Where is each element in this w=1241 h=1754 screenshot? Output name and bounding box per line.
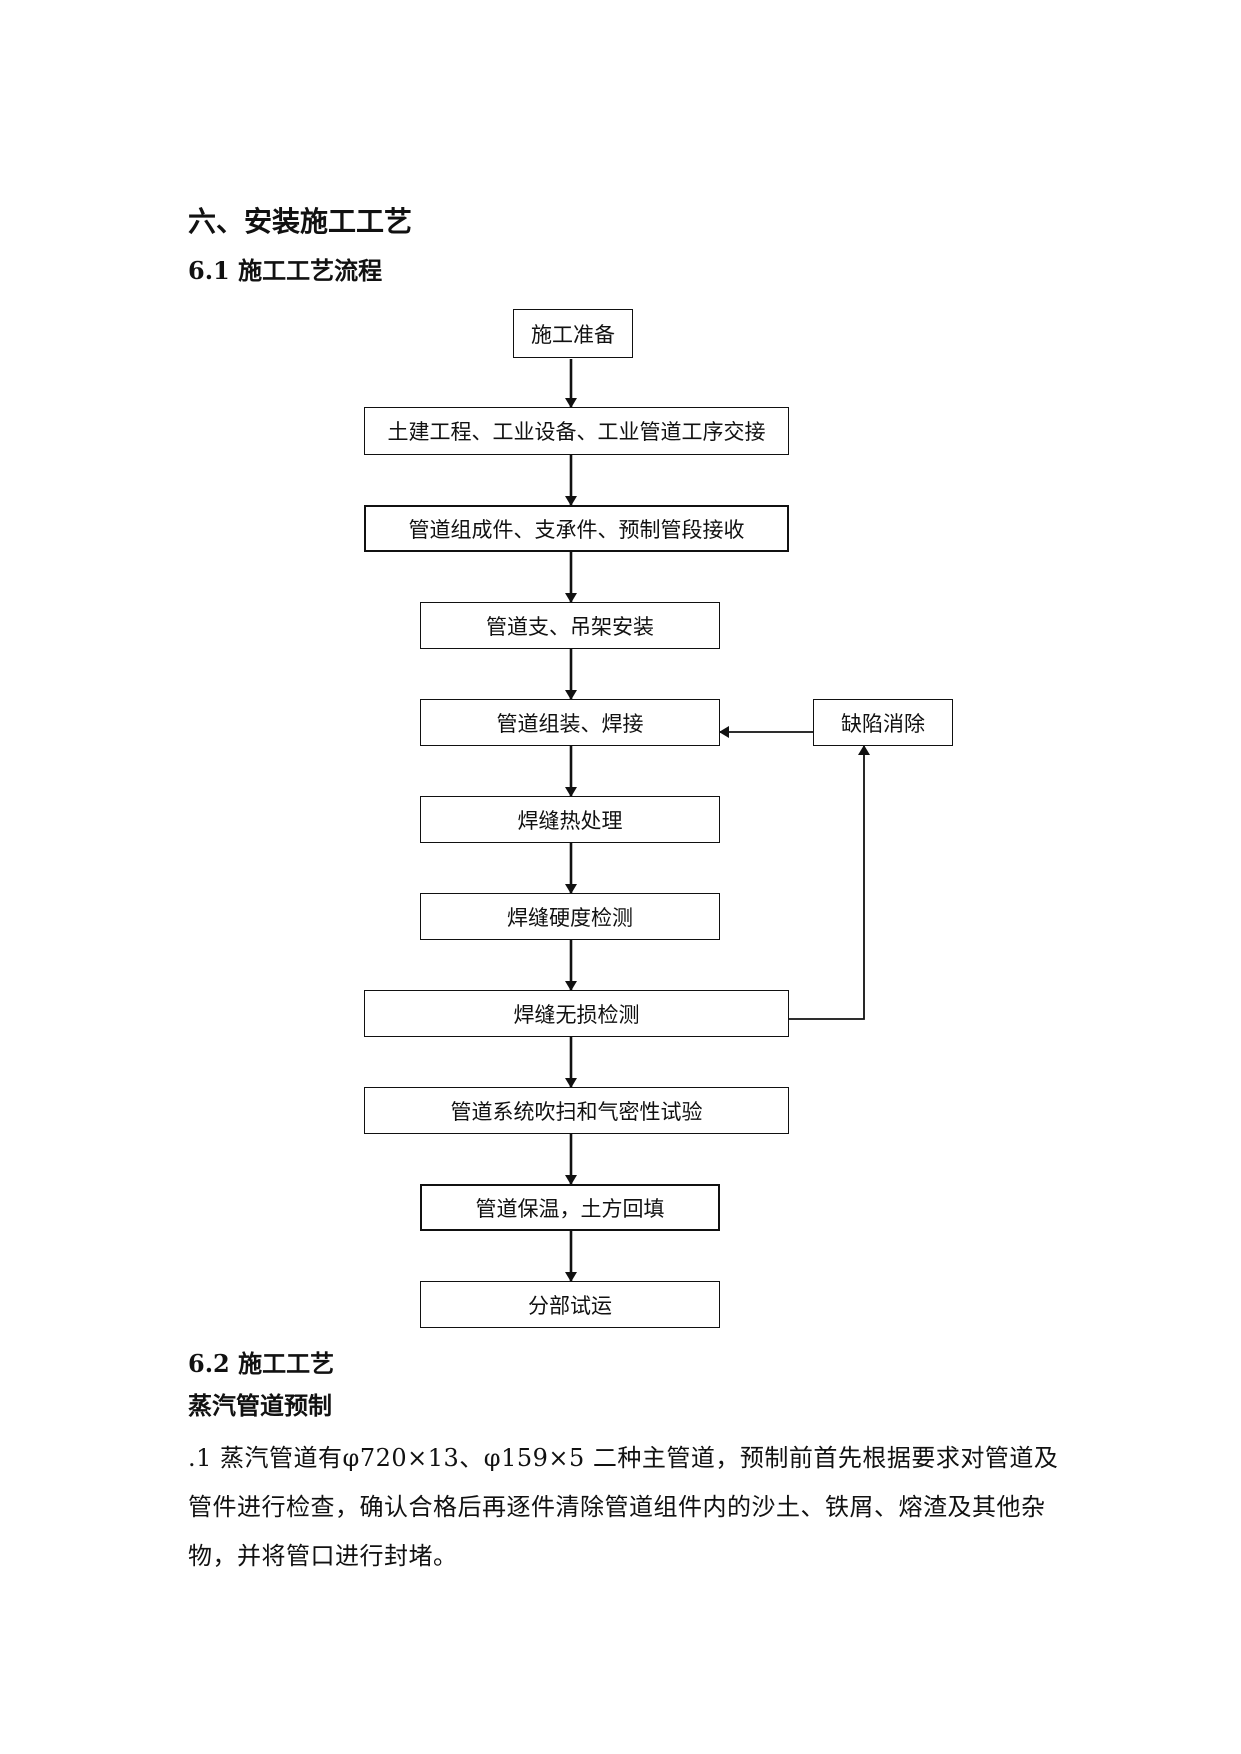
- flow-step-3: 管道组成件、支承件、预制管段接收: [364, 505, 789, 552]
- flow-side-step-defect-elimination: 缺陷消除: [813, 699, 953, 746]
- flow-step-8: 焊缝无损检测: [364, 990, 789, 1037]
- flow-step-11: 分部试运: [420, 1281, 720, 1328]
- steam-pipe-paragraph: .1 蒸汽管道有φ720×13、φ159×5 二种主管道，预制前首先根据要求对管…: [188, 1444, 1059, 1570]
- flow-step-6: 焊缝热处理: [420, 796, 720, 843]
- flow-step-9: 管道系统吹扫和气密性试验: [364, 1087, 789, 1134]
- flow-step-10: 管道保温，土方回填: [420, 1184, 720, 1231]
- feedback-line-up: [789, 745, 870, 1020]
- flow-step-1: 施工准备: [513, 309, 633, 358]
- subsection-heading-6-1: 6.1 施工工艺流程: [188, 256, 383, 285]
- section-heading: 六、安装施工工艺: [188, 205, 413, 238]
- flow-step-2: 土建工程、工业设备、工业管道工序交接: [364, 407, 789, 455]
- flow-step-4: 管道支、吊架安装: [420, 602, 720, 649]
- subsection-heading-6-2: 6.2 施工工艺: [188, 1349, 335, 1378]
- flow-step-7: 焊缝硬度检测: [420, 893, 720, 940]
- flow-step-5: 管道组装、焊接: [420, 699, 720, 746]
- steam-pipe-prefab-heading: 蒸汽管道预制: [188, 1391, 332, 1420]
